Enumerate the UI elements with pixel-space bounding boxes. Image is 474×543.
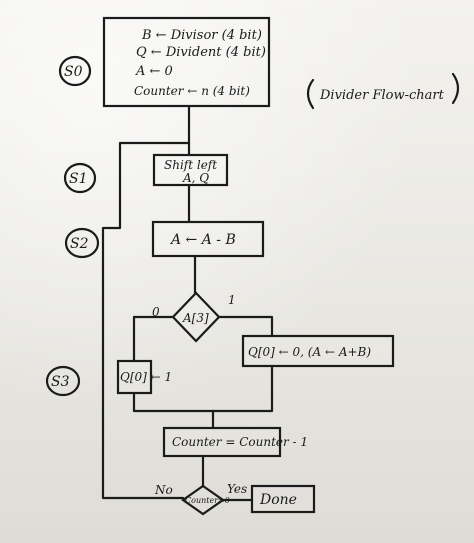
title-note: Divider Flow-chart — [319, 88, 445, 103]
state-s1-label: S1 — [69, 171, 88, 187]
state-s1-circle — [63, 162, 97, 194]
title-bracket-right — [451, 72, 460, 105]
branch-one-line — [217, 315, 274, 338]
branch-zero-label: 0 — [152, 305, 160, 319]
decision-a3-label: A[3] — [182, 311, 209, 325]
state-s3-circle — [45, 365, 81, 397]
init-line-3: A ← 0 — [135, 64, 173, 79]
state-s2-circle — [64, 227, 100, 259]
done-label: Done — [259, 492, 297, 508]
init-box — [102, 16, 271, 108]
restore-label: Q[0] ← 0, (A ← A+B) — [248, 345, 371, 359]
shift-line-2: A, Q — [182, 171, 209, 185]
subtract-label: A ← A - B — [169, 232, 236, 248]
branch-zero-line — [132, 315, 175, 363]
shift-box — [152, 153, 229, 187]
state-s3-label: S3 — [51, 374, 70, 390]
restore-box — [241, 334, 395, 368]
merge-line — [132, 364, 274, 413]
decision-a3-diamond — [171, 291, 221, 343]
q0-set-box — [116, 359, 153, 395]
init-line-1: B ← Divisor (4 bit) — [141, 28, 262, 43]
state-s0-circle — [58, 55, 92, 87]
branch-no-label: No — [154, 483, 173, 497]
title-bracket-left — [306, 78, 315, 110]
decision-counter-label: Counter=0 — [185, 496, 230, 505]
init-line-4: Counter ← n (4 bit) — [134, 84, 250, 98]
q0-set-label: Q[0] ← 1 — [120, 370, 172, 384]
decision-counter-diamond — [181, 484, 225, 516]
state-s0-label: S0 — [64, 64, 83, 80]
loop-back-line — [101, 141, 191, 500]
subtract-box — [151, 220, 265, 258]
branch-one-label: 1 — [228, 293, 236, 307]
state-s2-label: S2 — [70, 236, 89, 252]
shift-line-1: Shift left — [164, 158, 217, 172]
init-line-2: Q ← Divident (4 bit) — [136, 45, 266, 60]
counter-box — [162, 426, 282, 458]
done-box — [250, 484, 316, 514]
branch-yes-label: Yes — [227, 482, 247, 496]
counter-label: Counter = Counter - 1 — [172, 435, 308, 449]
